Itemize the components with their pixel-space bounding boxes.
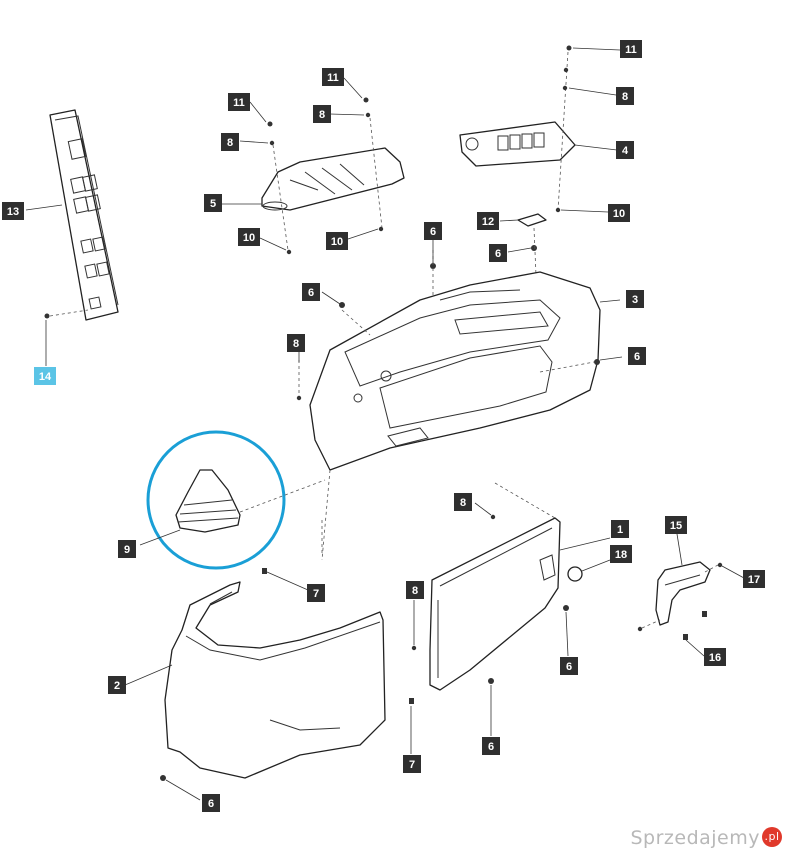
svg-text:17: 17 bbox=[748, 574, 760, 586]
callout-6a: 6 bbox=[424, 222, 442, 240]
part-14-screw bbox=[44, 313, 50, 319]
callout-4: 4 bbox=[616, 141, 634, 159]
callout-9: 9 bbox=[118, 540, 136, 558]
part-3-dashboard-housing bbox=[309, 271, 601, 471]
callout-2: 2 bbox=[108, 676, 126, 694]
callout-11c: 11 bbox=[620, 40, 642, 58]
part-12-clip bbox=[517, 213, 547, 227]
svg-text:6: 6 bbox=[308, 287, 314, 299]
svg-text:2: 2 bbox=[114, 680, 120, 692]
svg-text:8: 8 bbox=[319, 109, 325, 121]
callout-12: 12 bbox=[477, 212, 499, 230]
callout-6d: 6 bbox=[628, 347, 646, 365]
svg-text:7: 7 bbox=[313, 588, 319, 600]
svg-text:5: 5 bbox=[210, 198, 216, 210]
svg-text:10: 10 bbox=[613, 208, 625, 220]
svg-text:10: 10 bbox=[331, 236, 343, 248]
highlight-circle bbox=[146, 430, 286, 570]
svg-text:14: 14 bbox=[39, 371, 52, 383]
svg-text:6: 6 bbox=[634, 351, 640, 363]
callout-13: 13 bbox=[2, 202, 24, 220]
svg-text:11: 11 bbox=[233, 97, 245, 109]
svg-text:6: 6 bbox=[566, 661, 572, 673]
part-5-cover-plate bbox=[261, 147, 405, 211]
part-2-lower-shroud bbox=[164, 581, 386, 779]
part-15-handle bbox=[655, 561, 711, 626]
svg-text:4: 4 bbox=[622, 145, 629, 157]
svg-text:8: 8 bbox=[293, 338, 299, 350]
part-1-side-panel bbox=[429, 517, 561, 691]
callout-8a: 8 bbox=[221, 133, 239, 151]
callout-8f: 8 bbox=[406, 581, 424, 599]
watermark-badge: .pl bbox=[762, 827, 782, 847]
callout-6e: 6 bbox=[560, 657, 578, 675]
callout-8b: 8 bbox=[313, 105, 331, 123]
watermark-text: Sprzedajemy bbox=[630, 827, 760, 849]
callout-8d: 8 bbox=[287, 334, 305, 352]
callout-6f: 6 bbox=[482, 737, 500, 755]
svg-text:8: 8 bbox=[460, 497, 466, 509]
callout-5: 5 bbox=[204, 194, 222, 212]
callout-10b: 10 bbox=[326, 232, 348, 250]
svg-text:13: 13 bbox=[7, 206, 19, 218]
callout-8e: 8 bbox=[454, 493, 472, 511]
callout-6c: 6 bbox=[302, 283, 320, 301]
svg-text:8: 8 bbox=[412, 585, 418, 597]
callout-7a: 7 bbox=[307, 584, 325, 602]
watermark: Sprzedajemy.pl bbox=[630, 827, 782, 849]
svg-text:11: 11 bbox=[625, 44, 637, 56]
callout-6b: 6 bbox=[489, 244, 507, 262]
callout-14: 14 bbox=[34, 367, 56, 385]
callout-18: 18 bbox=[610, 545, 632, 563]
callout-8c: 8 bbox=[616, 87, 634, 105]
callout-1: 1 bbox=[611, 520, 629, 538]
svg-text:12: 12 bbox=[482, 216, 494, 228]
part-18-grommet bbox=[567, 566, 583, 582]
callout-3: 3 bbox=[626, 290, 644, 308]
svg-text:6: 6 bbox=[495, 248, 501, 260]
svg-text:6: 6 bbox=[208, 798, 214, 810]
svg-text:1: 1 bbox=[617, 524, 623, 536]
svg-text:16: 16 bbox=[709, 652, 721, 664]
svg-text:7: 7 bbox=[409, 759, 415, 771]
svg-text:18: 18 bbox=[615, 549, 627, 561]
svg-text:11: 11 bbox=[327, 72, 339, 84]
callout-11b: 11 bbox=[322, 68, 344, 86]
svg-text:9: 9 bbox=[124, 544, 130, 556]
callout-16: 16 bbox=[704, 648, 726, 666]
callout-11a: 11 bbox=[228, 93, 250, 111]
svg-text:3: 3 bbox=[632, 294, 638, 306]
callout-6g: 6 bbox=[202, 794, 220, 812]
svg-text:8: 8 bbox=[622, 91, 628, 103]
callout-10a: 10 bbox=[238, 228, 260, 246]
part-9-gear-boot bbox=[175, 469, 241, 533]
svg-text:6: 6 bbox=[488, 741, 494, 753]
callout-15: 15 bbox=[665, 516, 687, 534]
part-13-switch-panel bbox=[49, 109, 119, 321]
svg-text:8: 8 bbox=[227, 137, 233, 149]
callout-10c: 10 bbox=[608, 204, 630, 222]
svg-text:6: 6 bbox=[430, 226, 436, 238]
svg-text:10: 10 bbox=[243, 232, 255, 244]
part-4-switch-bezel bbox=[459, 121, 576, 167]
svg-text:15: 15 bbox=[670, 520, 682, 532]
callout-7b: 7 bbox=[403, 755, 421, 773]
callout-17: 17 bbox=[743, 570, 765, 588]
